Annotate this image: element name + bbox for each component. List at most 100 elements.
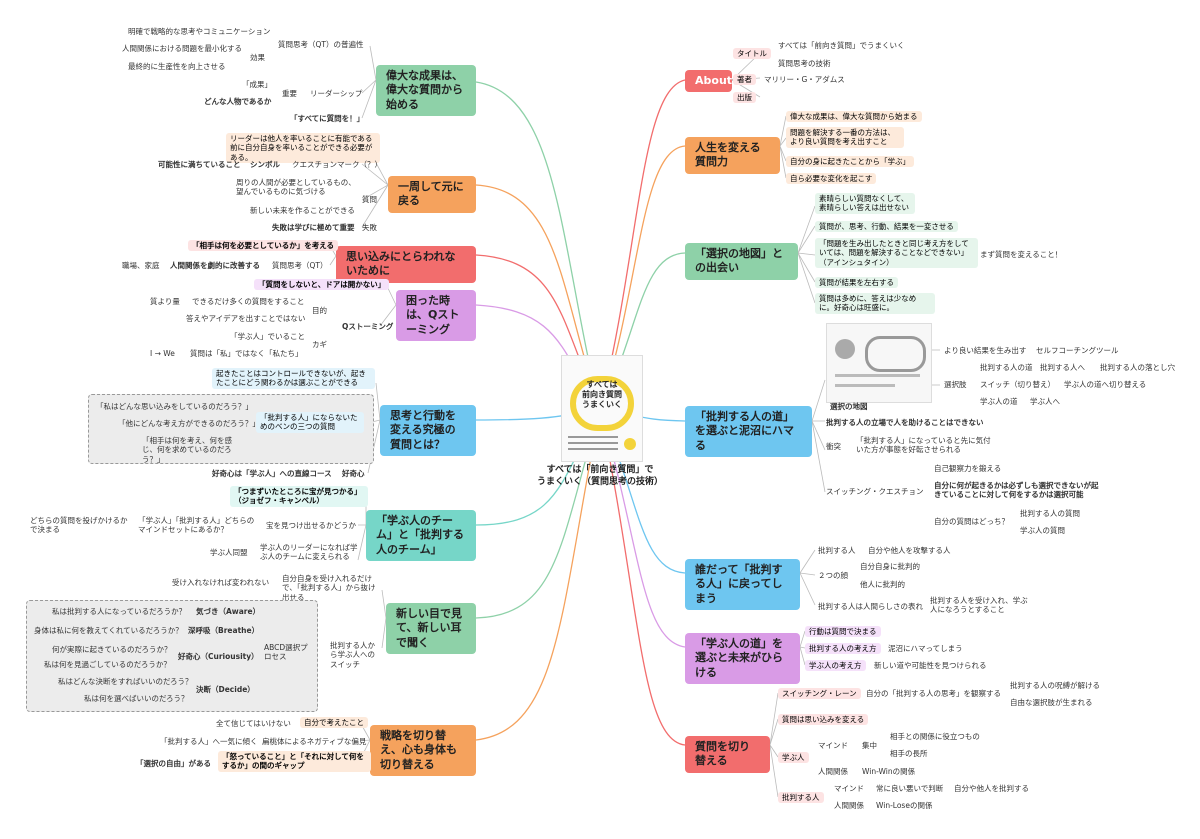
life-4: 自ら必要な変化を起こす — [786, 173, 877, 185]
map-5: 質問は多めに、答えは少なめに。好奇心は旺盛に。 — [815, 293, 935, 314]
ultimate-4: 「相手は何を考え、何を感じ、何を求めているのだろう？」 — [142, 436, 232, 464]
about-author: マリリー・G・アダムス — [764, 75, 845, 84]
ultimate-5: 「批判する人」にならないためのベンの三つの質問 — [256, 412, 364, 433]
around-6: 新しい未来を作ることができる — [250, 206, 355, 215]
great-effect: 効果 — [250, 53, 265, 62]
judge-choice-a: 批判する人の道 — [980, 363, 1033, 372]
stuck-7: 「学ぶ人」でいること — [230, 332, 305, 341]
book-cover: すべては前向き質問うまくいく — [561, 355, 643, 462]
team-3: 「学ぶ人」「批判する人」どちらのマインドセットにあるか？ — [138, 516, 255, 535]
great-important: 重要 — [282, 89, 297, 98]
ultimate-curiosity: 好奇心 — [342, 469, 365, 478]
topic-map[interactable]: 「選択の地図」との出会い — [685, 243, 798, 280]
switch-judger-mind: マインド — [834, 784, 864, 793]
switch-lane-b: 自分の「批判する人の思考」を観察する — [866, 689, 1001, 698]
team-6: 学ぶ人のリーダーになれば学ぶ人のチームに変えられる — [260, 543, 358, 562]
topic-around[interactable]: 一周して元に戻る — [388, 176, 476, 213]
great-qt: 質問思考（QT）の普遍性 — [278, 40, 364, 49]
topic-judge[interactable]: 「批判する人の道」を選ぶと泥沼にハマる — [685, 406, 812, 457]
topic-life[interactable]: 人生を変える質問力 — [685, 137, 780, 174]
around-1: リーダーは他人を率いることに有能である前に自分自身を率いることができる必要がある… — [226, 133, 380, 164]
stuck-3: できるだけ多くの質問をすること — [192, 297, 305, 306]
great-leadership: リーダーシップ — [310, 89, 363, 98]
team-1: 「つまずいたところに宝が見つかる」（ジョゼフ・キャンベル） — [230, 486, 368, 507]
judge-clash-b: 「批判する人」になっていると先に気付いた方が事態を好転させられる — [856, 436, 991, 455]
topic-everyone[interactable]: 誰だって「批判する人」に戻ってしまう — [685, 559, 800, 610]
judge-1b: セルフコーチングツール — [1036, 346, 1119, 355]
topic-team[interactable]: 「学ぶ人のチーム」と「批判する人のチーム」 — [366, 510, 476, 561]
judge-choices: 選択肢 — [944, 380, 967, 389]
judge-clash: 衝突 — [826, 442, 841, 451]
topic-switch[interactable]: 質問を切り替える — [685, 736, 770, 773]
judge-switch: スイッチ（切り替え） — [980, 380, 1055, 389]
stuck-1: 「質問をしないと、ドアは開かない」 — [254, 279, 390, 291]
everyone-2a: 自分自身に批判的 — [860, 562, 920, 571]
newsee-breathe: 深呼吸（Breathe） — [188, 626, 260, 635]
choice-map-label: 選択の地図 — [830, 402, 868, 411]
newsee-abcd: ABCD選択プロセス — [264, 643, 308, 662]
ultimate-1: 起きたことはコントロールできないが、起きたことにどう関わるかは選ぶことができる — [212, 368, 375, 389]
strategy-3: 「批判する人」へ一気に傾く — [160, 737, 258, 746]
newsee-curiosity: 好奇心（Curiousity） — [178, 652, 259, 661]
map-2: 質問が、思考、行動、結果を一変させる — [815, 221, 958, 233]
cover-question-mark — [570, 376, 634, 431]
switch-judger-rel: 人間関係 — [834, 801, 864, 810]
newsee-decide: 決断（Decide） — [196, 685, 255, 694]
great-g2: 人間関係における問題を最小化する — [122, 44, 242, 53]
great-g3: 最終的に生産性を向上させる — [128, 62, 226, 71]
learner-2: 批判する人の考え方 — [805, 643, 881, 655]
switch-judger-rel-b: Win-Loseの関係 — [876, 801, 933, 810]
bias-3: 人間関係を劇的に改善する — [170, 261, 260, 270]
learner-2b: 泥沼にハマってしまう — [888, 644, 963, 653]
switch-learner: 学ぶ人 — [778, 752, 809, 764]
everyone-3b: 批判する人を受け入れ、学ぶ人になろうとすること — [930, 596, 1028, 615]
topic-about[interactable]: About — [685, 70, 732, 93]
switch-2: 質問は思い込みを変える — [778, 714, 869, 726]
abcd-box — [26, 600, 318, 712]
newsee-q5: 私はどんな決断をすればいいのだろう？ — [58, 677, 193, 686]
judge-choice-b: 批判する人へ — [1040, 363, 1085, 372]
switch-lane-d: 自由な選択肢が生まれる — [1010, 698, 1093, 707]
around-8: 失敗は学びに極めて重要 — [272, 223, 355, 232]
newsee-1: 受け入れなければ変われない — [172, 578, 270, 587]
around-qmark: クエスチョンマーク（？） — [292, 160, 382, 169]
topic-strategy[interactable]: 戦略を切り替え、心も身体も切り替える — [370, 725, 476, 776]
topic-learner[interactable]: 「学ぶ人の道」を選ぶと未来がひらける — [685, 633, 800, 684]
everyone-1: 批判する人 — [818, 546, 856, 555]
topic-newsee[interactable]: 新しい目で見て、新しい耳で聞く — [386, 603, 476, 654]
stuck-qstorming: Qストーミング — [342, 322, 394, 331]
strategy-6: 「怒っていること」と「それに対して何をするか」の間のギャップ — [218, 751, 371, 772]
switch-lane-c: 批判する人の呪縛が解ける — [1010, 681, 1100, 690]
topic-stuck[interactable]: 困った時は、Qストーミング — [396, 290, 476, 341]
judge-7d: 批判する人の質問 — [1020, 509, 1080, 518]
great-who: どんな人物であるか — [204, 97, 272, 106]
around-fail: 失敗 — [362, 223, 377, 232]
newsee-aware: 気づき（Aware） — [196, 607, 261, 616]
newsee-q2: 身体は私に何を教えてくれているだろうか？ — [34, 626, 183, 635]
life-3: 自分の身に起きたことから「学ぶ」 — [786, 156, 914, 168]
bias-qt: 質問思考（QT） — [272, 261, 328, 270]
strategy-5: 「選択の自由」がある — [136, 759, 211, 768]
topic-ultimate[interactable]: 思考と行動を変える究極の質問とは？ — [380, 405, 476, 456]
judge-learn: 学ぶ人の道 — [980, 397, 1018, 406]
topic-great[interactable]: 偉大な成果は、偉大な質問から始める — [376, 65, 476, 116]
learner-3: 学ぶ人の考え方 — [805, 660, 866, 672]
judge-learn-b: 学ぶ人へ — [1030, 397, 1060, 406]
life-1: 偉大な成果は、偉大な質問から始まる — [786, 111, 922, 123]
great-outcome: 「成果」 — [242, 80, 272, 89]
about-title-1: すべては「前向き質問」でうまくいく — [778, 41, 905, 50]
cover-title: すべては前向き質問うまくいく — [582, 380, 622, 409]
central-topic[interactable]: すべては「前向き質問」でうまくいく（質問思考の技術） — [536, 465, 663, 488]
bias-1: 「相手は何を必要としているか」を考える — [188, 240, 339, 252]
stuck-quality: 質より量 — [150, 297, 180, 306]
switch-lane: スイッチング・レーン — [778, 688, 861, 700]
stuck-purpose: 目的 — [312, 306, 327, 315]
topic-bias[interactable]: 思い込みにとらわれないために — [336, 246, 476, 283]
switch-learner-mind: マインド — [818, 741, 848, 750]
around-question: 質問 — [362, 195, 377, 204]
strategy-2: 自分で考えたこと — [300, 717, 368, 729]
everyone-2: ２つの顔 — [818, 571, 848, 580]
about-publisher-label: 出版 — [733, 92, 756, 104]
map-3: 「問題を生み出したときと同じ考え方をしていては、問題を解決することなどできない」… — [815, 238, 978, 269]
